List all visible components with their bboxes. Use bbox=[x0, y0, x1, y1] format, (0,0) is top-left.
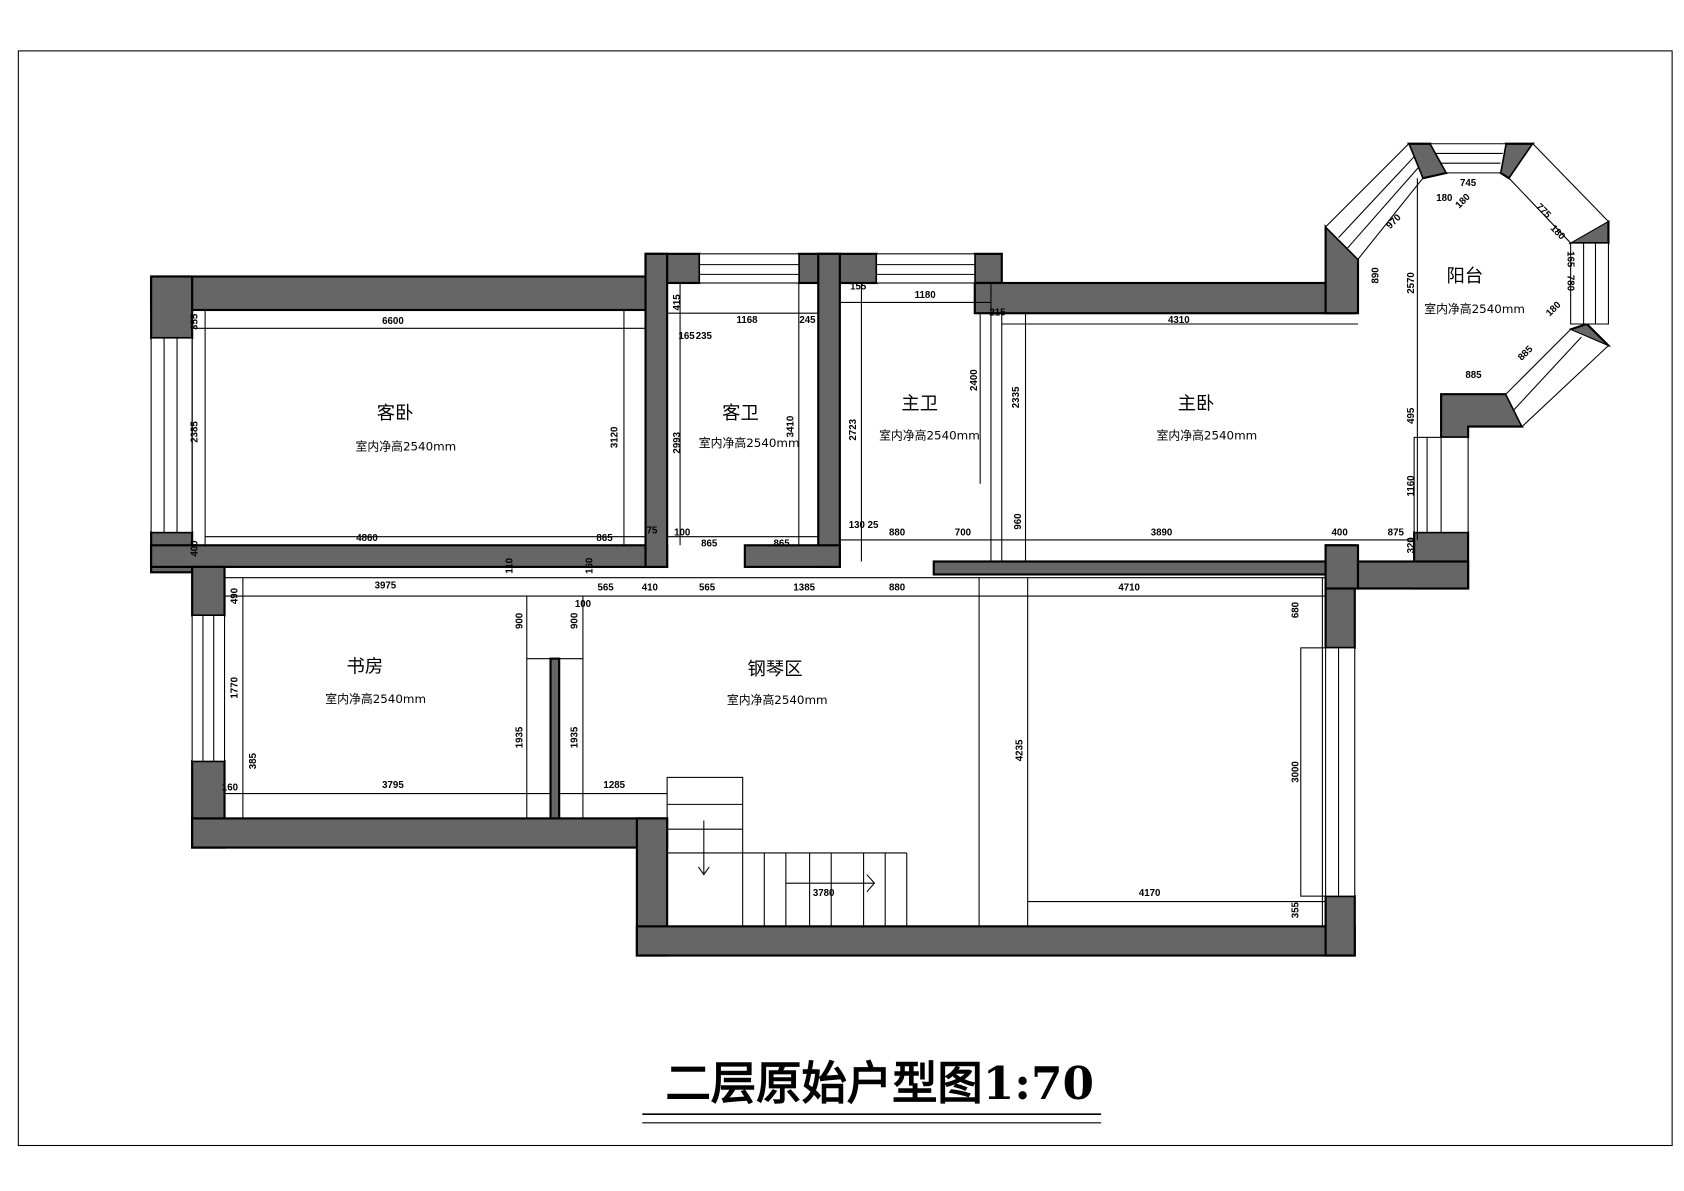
dimension-label: 4710 bbox=[1118, 583, 1140, 594]
walls bbox=[150, 142, 1612, 957]
dimension-label: 1285 bbox=[603, 780, 625, 791]
dimension-label: 355 bbox=[190, 313, 201, 330]
dimension-label: 2400 bbox=[969, 369, 980, 391]
drawing-border bbox=[17, 50, 1673, 1147]
dimension-label: 415 bbox=[672, 294, 683, 311]
dimension-label: 4860 bbox=[356, 533, 378, 544]
ceiling-height-note: 室内净高2540mm bbox=[879, 429, 980, 443]
dimension-label: 700 bbox=[955, 528, 971, 539]
dimension-label: 880 bbox=[889, 583, 905, 594]
dimension-label: 180 bbox=[1453, 192, 1472, 211]
room-name: 书房 bbox=[347, 657, 384, 678]
dimension-label: 680 bbox=[1291, 602, 1302, 618]
dimension-label: 890 bbox=[1371, 267, 1382, 283]
dimension-label: 1160 bbox=[1406, 475, 1417, 496]
dimension-label: 880 bbox=[889, 528, 905, 539]
dimension-label: 565 bbox=[699, 583, 716, 594]
dimension-label: 2385 bbox=[190, 421, 201, 443]
dimension-label: 3780 bbox=[813, 888, 835, 899]
dimension-label: 180 bbox=[1544, 300, 1563, 319]
dimension-label: 1180 bbox=[915, 290, 936, 301]
dimension-label: 1935 bbox=[570, 726, 581, 748]
ceiling-height-note: 室内净高2540mm bbox=[727, 693, 828, 707]
dimension-label: 355 bbox=[1291, 901, 1302, 918]
dimension-label: 2335 bbox=[1011, 386, 1022, 408]
dimension-label: 400 bbox=[1332, 528, 1348, 539]
room-name: 主卫 bbox=[901, 393, 938, 414]
dimension-label: 2570 bbox=[1406, 272, 1417, 294]
dimension-label: 490 bbox=[229, 588, 240, 604]
dimension-label: 900 bbox=[570, 613, 581, 629]
room-name: 客卧 bbox=[377, 403, 414, 424]
room-name: 主卧 bbox=[1178, 393, 1215, 414]
dimension-label: 1385 bbox=[793, 583, 815, 594]
dimension-label: 3795 bbox=[382, 780, 404, 791]
dimension-labels: 6600 2385 3120 4860 865 400 355 75 415 1168 245 165… bbox=[190, 178, 1576, 918]
room-name: 客卫 bbox=[722, 403, 759, 424]
dimension-label: 1935 bbox=[514, 726, 525, 748]
dimension-label: 215 bbox=[989, 307, 1006, 318]
dimension-label: 100 bbox=[575, 599, 591, 610]
dimension-label: 2723 bbox=[848, 418, 859, 440]
dimension-label: 4235 bbox=[1014, 739, 1025, 761]
staircase bbox=[666, 776, 908, 927]
dimension-label: 165 bbox=[1564, 251, 1575, 268]
interior-lines bbox=[191, 178, 1418, 927]
dimension-label: 745 bbox=[1460, 178, 1477, 189]
ceiling-height-note: 室内净高2540mm bbox=[699, 436, 800, 450]
dimension-label: 1168 bbox=[736, 315, 758, 326]
dimension-label: 865 bbox=[773, 538, 790, 549]
dimension-label: 385 bbox=[248, 753, 259, 770]
room-labels: 客卧室内净高2540mm客卫室内净高2540mm主卫室内净高2540mm主卧室内… bbox=[325, 266, 1525, 707]
dimension-label: 565 bbox=[597, 583, 614, 594]
dimension-label: 885 bbox=[1465, 370, 1482, 381]
dimension-label: 160 bbox=[585, 558, 596, 574]
ceiling-height-note: 室内净高2540mm bbox=[1424, 302, 1525, 316]
ceiling-height-note: 室内净高2540mm bbox=[356, 439, 457, 453]
dimension-label: 1770 bbox=[229, 677, 240, 699]
dimension-label: 320 bbox=[1406, 537, 1417, 553]
dimension-label: 400 bbox=[190, 540, 201, 556]
dimension-label: 2993 bbox=[672, 431, 683, 453]
dimension-label: 3890 bbox=[1151, 528, 1173, 539]
dimension-label: 4310 bbox=[1168, 315, 1190, 326]
room-name: 钢琴区 bbox=[748, 659, 803, 680]
dimension-label: 100 bbox=[674, 528, 690, 539]
dimension-label: 3410 bbox=[785, 416, 796, 438]
dimension-label: 165 bbox=[678, 331, 695, 342]
drawing-title: 二层原始户型图1:70 bbox=[665, 1056, 1094, 1110]
dimension-label: 885 bbox=[1516, 344, 1536, 364]
dimension-label: 3975 bbox=[375, 580, 397, 591]
dimension-label: 130 25 bbox=[849, 520, 879, 531]
dimension-label: 245 bbox=[799, 315, 816, 326]
dimension-label: 3000 bbox=[1291, 761, 1302, 783]
dimension-label: 495 bbox=[1406, 407, 1417, 424]
arrow-right-icon bbox=[785, 874, 876, 893]
arrow-down-icon bbox=[697, 820, 710, 876]
dimension-label: 3120 bbox=[609, 427, 620, 449]
dimension-label: 865 bbox=[596, 533, 613, 544]
dimension-label: 900 bbox=[514, 613, 525, 629]
dimension-label: 180 bbox=[1436, 193, 1452, 204]
dimension-label: 155 bbox=[850, 281, 867, 292]
ceiling-height-note: 室内净高2540mm bbox=[325, 692, 426, 706]
dimension-label: 865 bbox=[701, 538, 718, 549]
dimension-label: 4170 bbox=[1139, 888, 1161, 899]
dimension-label: 110 bbox=[505, 558, 516, 574]
dimension-label: 75 bbox=[647, 525, 658, 536]
dimension-label: 6600 bbox=[382, 316, 404, 327]
dimension-label: 160 bbox=[222, 782, 238, 793]
dimension-label: 875 bbox=[1388, 528, 1405, 539]
windows bbox=[150, 142, 1610, 897]
dimension-label: 410 bbox=[642, 583, 658, 594]
ceiling-height-note: 室内净高2540mm bbox=[1156, 429, 1257, 443]
room-name: 阳台 bbox=[1447, 266, 1484, 287]
dimension-label: 780 bbox=[1564, 275, 1575, 291]
dimension-label: 235 bbox=[696, 331, 713, 342]
dimension-label: 960 bbox=[1013, 513, 1024, 529]
